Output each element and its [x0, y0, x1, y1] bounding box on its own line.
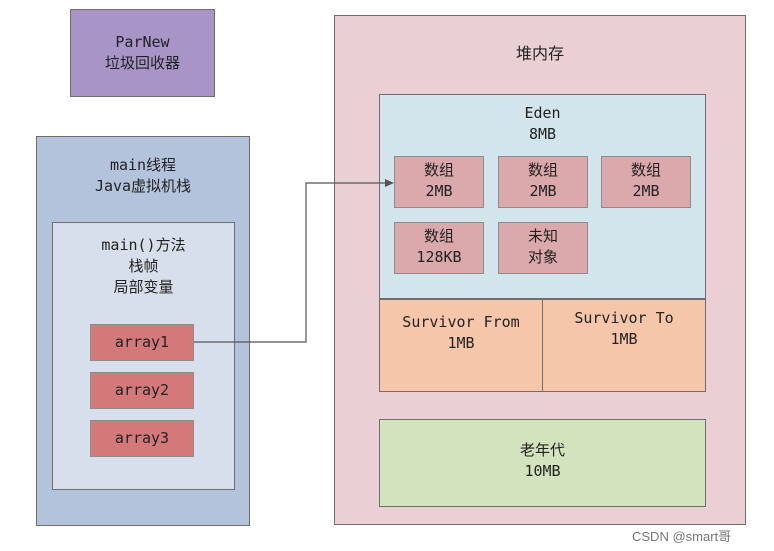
survivor-to-region: Survivor To 1MB — [542, 299, 706, 392]
eden-title-line-2: 8MB — [528, 125, 557, 143]
eden-object-array-2mb-1: 数组 2MB — [394, 156, 484, 208]
watermark-credit: CSDN @smart哥 — [632, 529, 732, 544]
frame-title-line-1: main()方法 — [101, 236, 186, 254]
object-label: 数组 — [423, 161, 454, 179]
parnew-line-1: ParNew — [115, 33, 170, 51]
object-size: 2MB — [529, 182, 557, 200]
object-label-2: 对象 — [527, 248, 558, 266]
object-size: 2MB — [632, 182, 660, 200]
eden-object-array-128kb: 数组 128KB — [394, 222, 484, 274]
old-gen-size: 10MB — [524, 462, 561, 480]
stack-title-line-2: Java虚拟机栈 — [94, 177, 192, 195]
eden-object-array-2mb-2: 数组 2MB — [498, 156, 588, 208]
local-variable-array3: array3 — [90, 420, 194, 457]
object-size: 2MB — [425, 182, 453, 200]
local-variable-array1: array1 — [90, 324, 194, 361]
stack-title-line-1: main线程 — [109, 156, 177, 174]
parnew-collector-box: ParNew 垃圾回收器 — [70, 9, 215, 97]
survivor-to-title: Survivor To — [574, 309, 674, 327]
object-label: 数组 — [630, 161, 661, 179]
survivor-from-region: Survivor From 1MB — [379, 299, 543, 392]
old-gen-title: 老年代 — [519, 441, 565, 459]
heap-title: 堆内存 — [515, 44, 564, 63]
old-generation-region: 老年代 10MB — [379, 419, 706, 507]
survivor-to-size: 1MB — [610, 330, 638, 348]
parnew-line-2: 垃圾回收器 — [104, 54, 180, 72]
frame-title-line-3: 局部变量 — [113, 278, 174, 296]
reference-arrow-line — [194, 182, 386, 343]
frame-title-line-2: 栈帧 — [128, 257, 159, 275]
survivor-from-size: 1MB — [447, 334, 475, 352]
eden-object-array-2mb-3: 数组 2MB — [601, 156, 691, 208]
object-label: 数组 — [527, 161, 558, 179]
object-size: 128KB — [416, 248, 462, 266]
eden-title-line-1: Eden — [524, 104, 561, 122]
survivor-from-title: Survivor From — [402, 313, 520, 331]
local-variable-array2: array2 — [90, 372, 194, 409]
eden-object-unknown: 未知 对象 — [498, 222, 588, 274]
object-label: 数组 — [423, 227, 454, 245]
reference-arrowhead — [385, 179, 394, 187]
object-label: 未知 — [527, 227, 558, 245]
